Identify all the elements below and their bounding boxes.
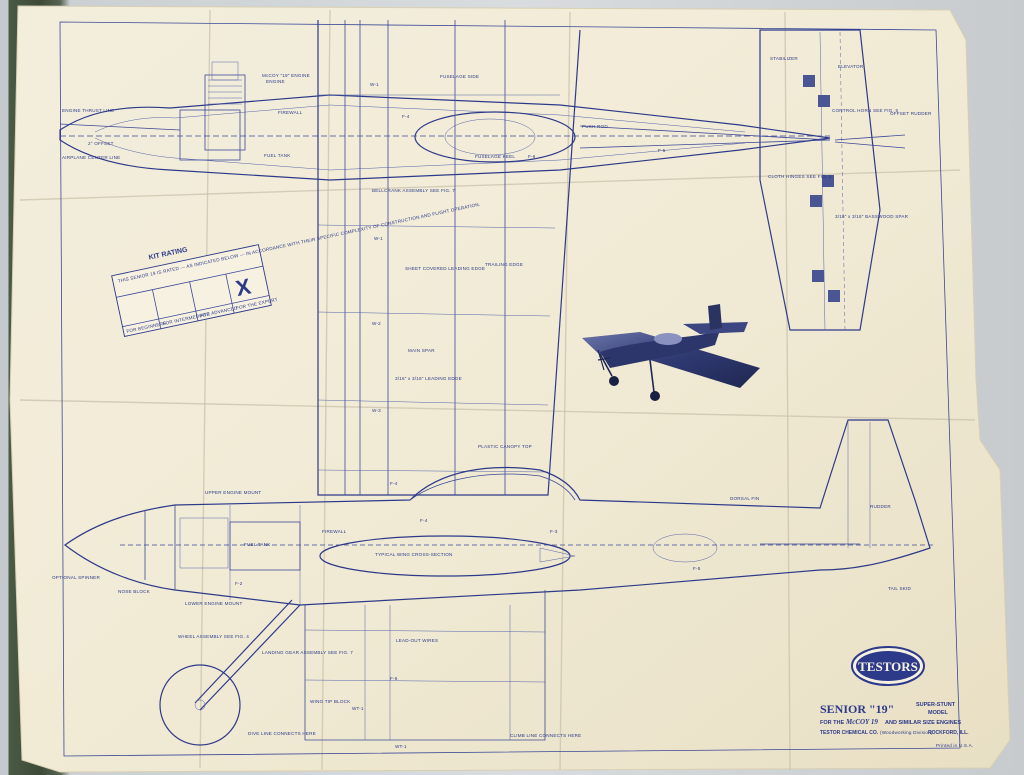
- company-division: (Woodworking Division): [880, 730, 933, 735]
- label-dive-line: DIVE LINE CONNECTS HERE: [248, 731, 316, 736]
- label-rudder: RUDDER: [870, 504, 891, 509]
- label-optional-spinner: OPTIONAL SPINNER: [52, 575, 100, 580]
- company-city: ROCKFORD, ILL.: [928, 730, 969, 736]
- label-wt1-bottom: WT-1: [395, 744, 407, 749]
- label-f3: F-3: [550, 529, 558, 534]
- printed-usa: Printed in U.S.A.: [936, 743, 973, 748]
- label-trailing-edge: TRAILING EDGE: [485, 262, 523, 267]
- label-lower-engine-mount: LOWER ENGINE MOUNT: [185, 601, 242, 606]
- testors-logo: TESTORS: [858, 659, 918, 674]
- label-offset-rudder: OFFSET RUDDER: [890, 111, 932, 116]
- company-name: TESTOR CHEMICAL CO.: [820, 730, 879, 736]
- label-offset: 2° OFFSET: [88, 141, 114, 146]
- label-leading-edge: 3/16" x 3/16" LEADING EDGE: [395, 376, 462, 381]
- label-main-spar: MAIN SPAR: [408, 348, 435, 353]
- label-fuselage-side: FUSELAGE SIDE: [440, 74, 479, 79]
- label-w1-wing: W-1: [374, 236, 383, 241]
- similar-engines: AND SIMILAR SIZE ENGINES: [885, 720, 961, 726]
- label-engine-thrust-line: ENGINE THRUST LINE: [62, 108, 114, 113]
- label-fuel-tank: FUEL TANK: [264, 153, 291, 158]
- label-f4-side: F-4: [390, 481, 398, 486]
- for-the-label: FOR THE: [820, 720, 844, 726]
- label-control-horn: CONTROL HORN SEE FIG. 5: [832, 108, 898, 113]
- label-wheel-assembly: WHEEL ASSEMBLY SEE FIG. 4: [178, 634, 249, 639]
- stabilizer-outline: [759, 29, 881, 331]
- label-fuel-tank-side: FUEL TANK: [244, 542, 271, 547]
- label-engine-line2: ENGINE: [266, 79, 285, 84]
- label-airplane-center-line: AIRPLANE CENTER LINE: [62, 155, 120, 160]
- wing-plan: [317, 20, 581, 496]
- label-bellcrank: BELLCRANK ASSEMBLY SEE FIG. 7: [372, 188, 455, 193]
- label-plastic-canopy: PLASTIC CANOPY TOP: [478, 444, 532, 449]
- model-name: SENIOR "19": [820, 702, 894, 716]
- label-dorsal-fin: DORSAL FIN: [730, 496, 759, 501]
- label-w3: W-3: [372, 408, 381, 413]
- label-climb-line: CLIMB LINE CONNECTS HERE: [510, 733, 581, 738]
- side-view-fuselage: [63, 419, 935, 746]
- title-block: TESTORS SENIOR "19" SUPER-STUNT MODEL FO…: [820, 646, 973, 748]
- airplane-illustration: [582, 304, 760, 401]
- label-leadout-wires: LEAD-OUT WIRES: [396, 638, 438, 643]
- label-f6-top: F-6: [528, 154, 536, 159]
- label-f2: F-2: [235, 581, 243, 586]
- label-typical-wing: TYPICAL WING CROSS-SECTION: [375, 552, 453, 557]
- label-tail-skid: TAIL SKID: [888, 586, 911, 591]
- label-w2: W-2: [372, 321, 381, 326]
- subtitle-model: MODEL: [928, 710, 949, 716]
- label-sheet-covered: SHEET COVERED LEADING EDGE: [405, 266, 485, 271]
- label-w1-top: W-1: [370, 82, 379, 87]
- label-cloth-hinges: CLOTH HINGES SEE FIG. 3: [768, 174, 832, 179]
- label-push-rod: PUSH ROD: [582, 124, 608, 129]
- label-firewall: FIREWALL: [278, 110, 303, 115]
- label-basswood-spar: 3/16" x 3/16" BASSWOOD SPAR: [835, 214, 909, 219]
- label-elevator: ELEVATOR: [838, 64, 864, 69]
- drawing-border: [59, 21, 961, 757]
- label-stabilizer: STABILIZER: [770, 56, 798, 61]
- top-view-fuselage: [59, 29, 906, 331]
- kit-rating-x-marker: X: [233, 273, 253, 301]
- subtitle-super-stunt: SUPER-STUNT: [916, 702, 956, 708]
- label-wing-tip-block: WING TIP BLOCK: [310, 699, 351, 704]
- label-f4-side-2: F-4: [420, 518, 428, 523]
- label-fuselage-keel: FUSELAGE KEEL: [475, 154, 515, 159]
- label-wt1: WT-1: [352, 706, 364, 711]
- label-f4-top: F-4: [402, 114, 410, 119]
- label-firewall-side: FIREWALL: [322, 529, 347, 534]
- label-f5-top: F-5: [658, 148, 666, 153]
- label-nose-block: NOSE BLOCK: [118, 589, 151, 594]
- label-f6-side: F-6: [390, 676, 398, 681]
- label-landing-gear: LANDING GEAR ASSEMBLY SEE FIG. 7: [262, 650, 353, 655]
- label-upper-engine-mount: UPPER ENGINE MOUNT: [205, 490, 261, 495]
- engine-brand: McCOY 19: [845, 718, 878, 726]
- paper-sheet: [9, 5, 1011, 773]
- label-engine: McCOY "19" ENGINE: [262, 73, 310, 78]
- label-f5-side: F-5: [693, 566, 701, 571]
